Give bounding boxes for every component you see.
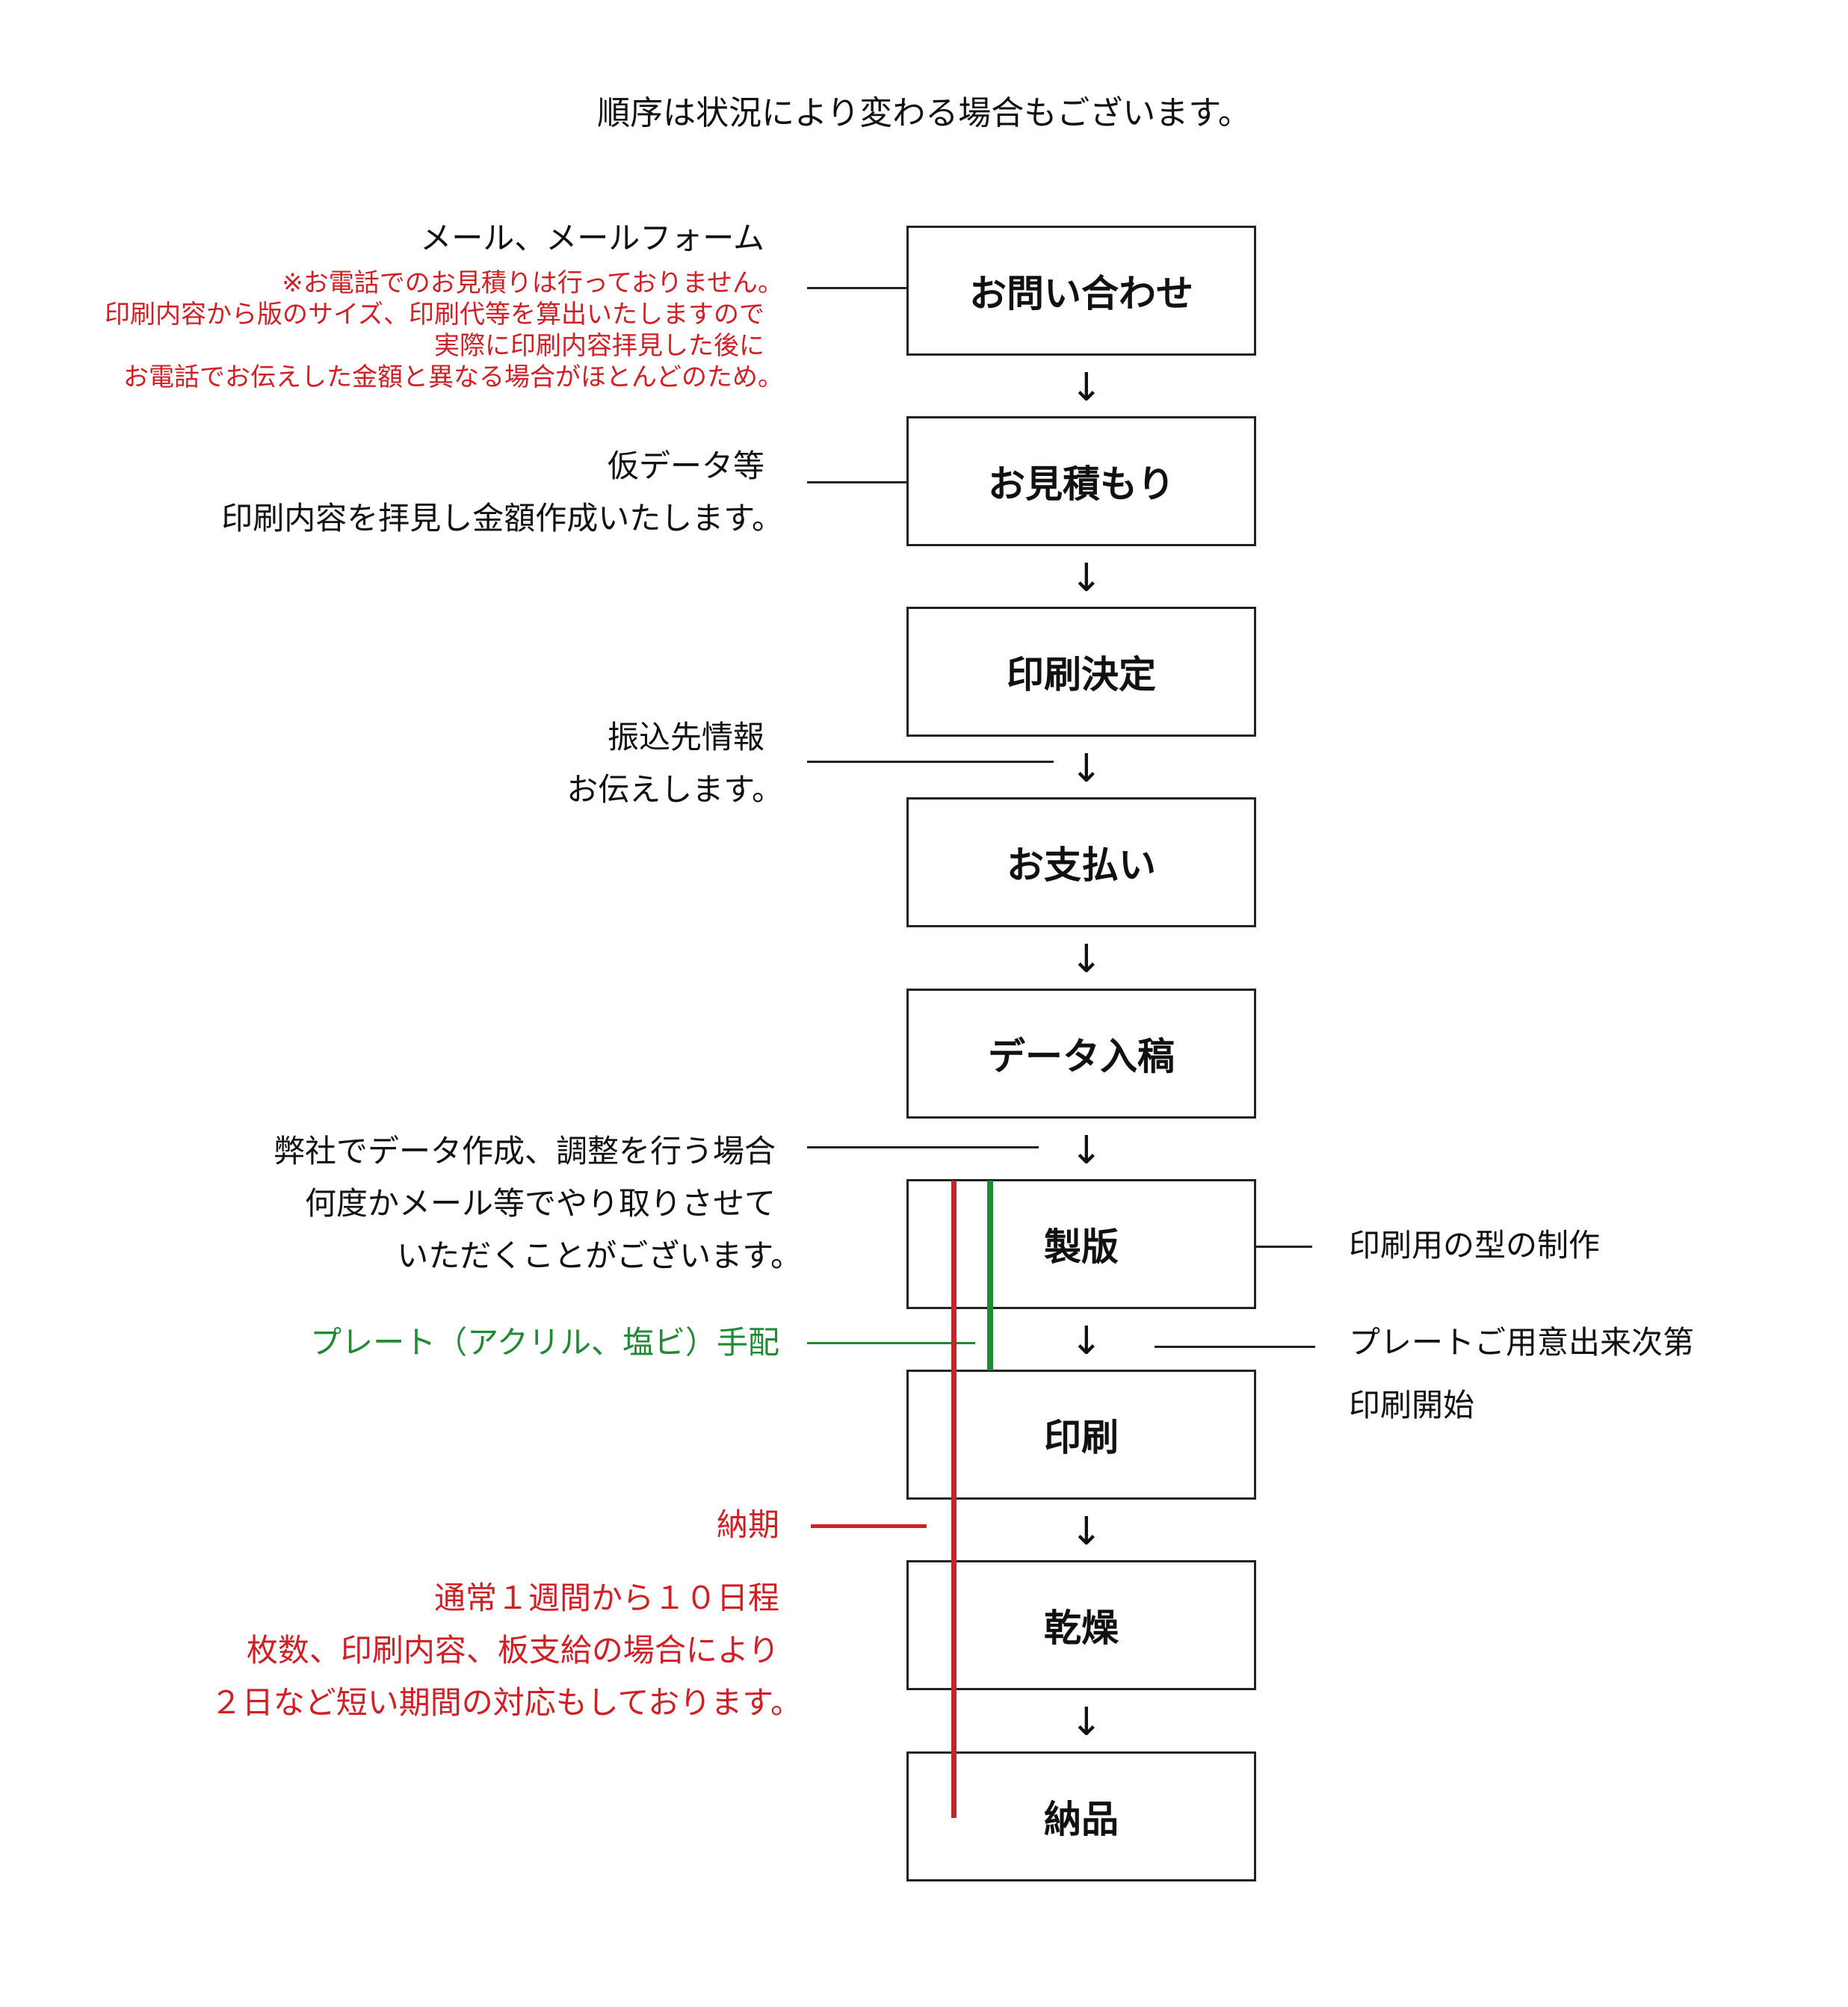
flow-arrow: ↓ — [1070, 1128, 1103, 1173]
payment-note-line: お伝えします。 — [566, 771, 783, 808]
flow-arrow: ↓ — [1070, 365, 1103, 410]
print-start-note-line: プレートご用意出来次第 — [1349, 1324, 1695, 1361]
step-delivery: 納品 — [906, 1751, 1256, 1881]
flow-arrow: ↓ — [1070, 1319, 1103, 1364]
estimate-note-line: 印刷内容を拝見し金額作成いたします。 — [221, 500, 783, 536]
flow-arrow: ↓ — [1070, 937, 1103, 982]
delivery-period-bar — [951, 1181, 957, 1818]
delivery-label: 納期 — [716, 1506, 779, 1543]
plate-arrangement-note: プレート（アクリル、塩ビ）手配 — [310, 1324, 779, 1361]
delivery-note-line: 通常１週間から１０日程 — [433, 1580, 779, 1616]
payment-note-line: 振込先情報 — [607, 719, 764, 755]
connector-line — [807, 287, 906, 289]
connector-line — [807, 761, 1054, 763]
plate-period-bar — [987, 1181, 993, 1370]
delivery-note-line: ２日など短い期間の対応もしております。 — [210, 1684, 802, 1721]
step-estimate: お見積もり — [906, 416, 1256, 546]
plate-connector-line — [807, 1342, 975, 1344]
data-note-line: 何度かメール等でやり取りさせて — [304, 1185, 776, 1222]
flow-arrow: ↓ — [1070, 746, 1103, 791]
flow-arrow: ↓ — [1070, 556, 1103, 601]
connector-line — [1256, 1246, 1312, 1248]
step-platemaking: 製版 — [906, 1179, 1256, 1309]
step-print-decision: 印刷決定 — [906, 607, 1256, 737]
step-payment: お支払い — [906, 797, 1256, 927]
order-note: 順序は状況により変わる場合もございます。 — [597, 94, 1251, 132]
print-start-note-line: 印刷開始 — [1349, 1387, 1475, 1423]
flow-arrow: ↓ — [1070, 1509, 1103, 1554]
step-inquiry: お問い合わせ — [906, 226, 1256, 356]
connector-line — [807, 1146, 1039, 1148]
inquiry-note-red-line: 印刷内容から版のサイズ、印刷代等を算出いたしますので — [105, 300, 764, 330]
platemaking-note: 印刷用の型の制作 — [1349, 1227, 1601, 1264]
delivery-note-line: 枚数、印刷内容、板支給の場合により — [246, 1632, 779, 1669]
estimate-note-line: 仮データ等 — [607, 448, 764, 484]
step-drying: 乾燥 — [906, 1560, 1256, 1690]
inquiry-note-red-line: お電話でお伝えした金額と異なる場合がほとんどのため。 — [123, 362, 783, 392]
inquiry-note-red-line: 実際に印刷内容拝見した後に — [434, 331, 764, 361]
data-note-line: 弊社でデータ作成、調整を行う場合 — [273, 1133, 776, 1169]
connector-line — [807, 481, 906, 483]
connector-line — [1155, 1346, 1315, 1348]
step-data-submission: データ入稿 — [906, 989, 1256, 1119]
inquiry-note-red-line: ※お電話でのお見積りは行っておりません。 — [282, 268, 783, 298]
inquiry-note-title: メール、メールフォーム — [420, 220, 764, 256]
step-printing: 印刷 — [906, 1370, 1256, 1500]
flow-arrow: ↓ — [1070, 1700, 1103, 1745]
delivery-connector-line — [811, 1524, 927, 1528]
data-note-line: いただくことがございます。 — [397, 1237, 802, 1274]
